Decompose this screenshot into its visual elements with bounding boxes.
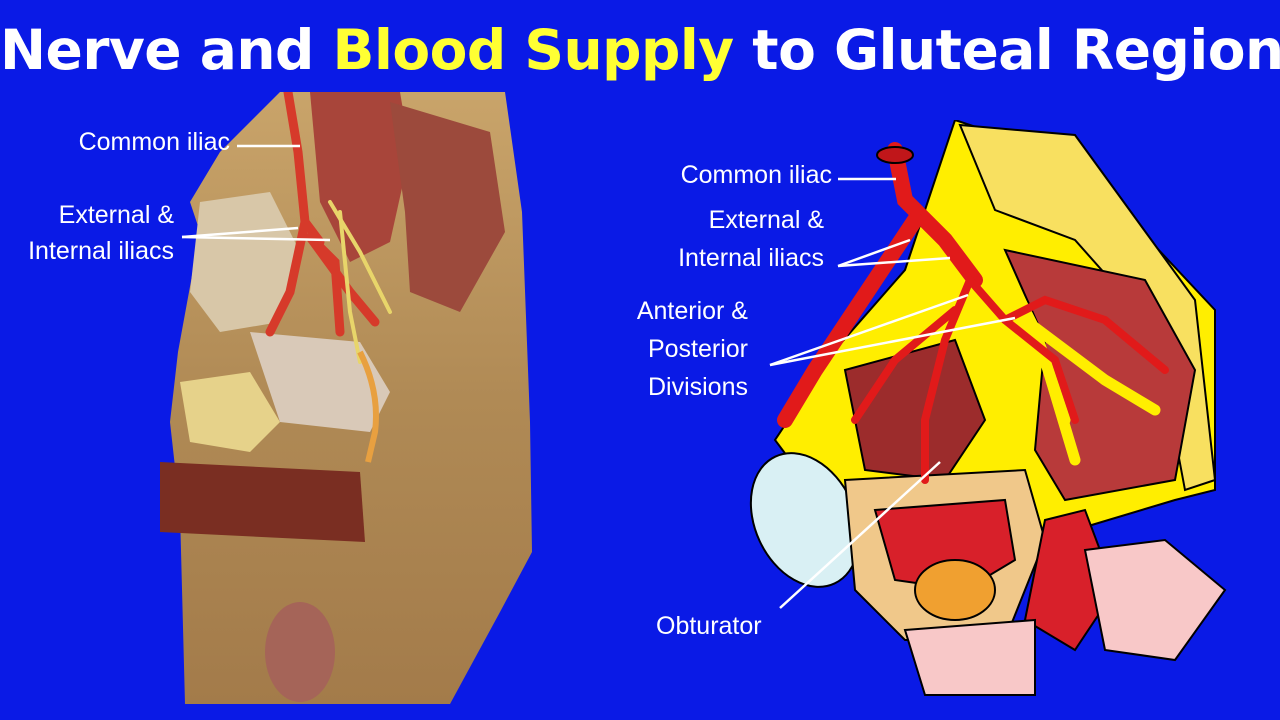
drawing-label-ext-int-line1: External & [708,206,824,234]
drawing-label-common-iliac: Common iliac [680,161,832,189]
drawing-label-obturator: Obturator [656,612,762,640]
drawing-label-divisions-line1: Anterior & [636,297,748,325]
drawing-label-ext-int-line2: Internal iliacs [678,244,824,272]
title-part1: Nerve and [0,18,333,82]
drawing-label-divisions-line2: Posterior [647,335,748,363]
title-part2: to Gluteal Region [733,18,1280,82]
photo-label-ext-int-line2: Internal iliacs [28,237,174,265]
dissection-photo [160,92,532,704]
photo-label-ext-int-line1: External & [58,201,174,229]
photo-label-common-iliac: Common iliac [78,128,230,156]
slide-title: Nerve and Blood Supply to Gluteal Region [0,18,1280,82]
drawing-label-divisions-line3: Divisions [647,373,748,401]
title-highlight: Blood Supply [332,18,735,82]
